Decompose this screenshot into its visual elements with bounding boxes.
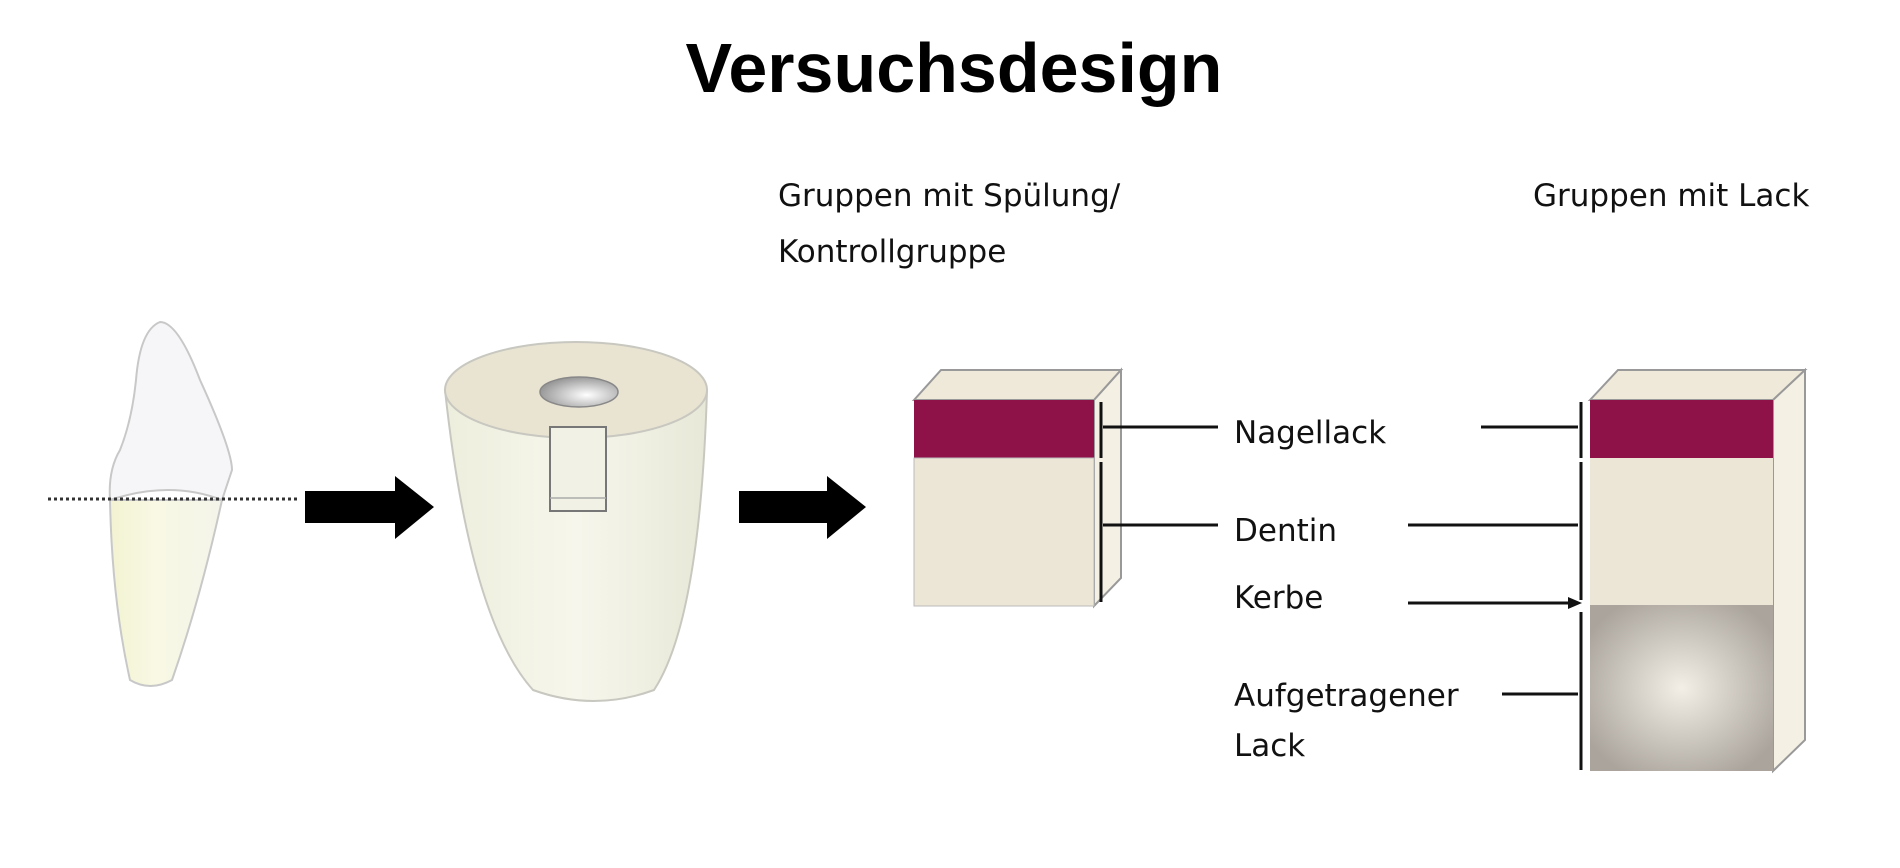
specimen-block-rinse: [911, 367, 1218, 609]
specimen-block-varnish: [1408, 367, 1808, 774]
tooth-illustration: [48, 320, 297, 687]
label-applied-varnish-line1: Aufgetragener: [1234, 678, 1459, 714]
label-notch: Kerbe: [1234, 580, 1323, 616]
applied-varnish-layer: [1590, 605, 1773, 771]
label-dentin: Dentin: [1234, 513, 1337, 549]
embedded-specimen-illustration: [443, 341, 709, 702]
group-rinse-label-line1: Gruppen mit Spülung/: [778, 178, 1121, 214]
dentin-layer: [1590, 458, 1773, 605]
nail-polish-layer: [914, 400, 1094, 458]
group-varnish-label: Gruppen mit Lack: [1533, 178, 1809, 214]
label-nail-polish: Nagellack: [1234, 415, 1386, 451]
dentin-layer: [913, 457, 1095, 607]
arrow-right-icon: [739, 476, 866, 539]
arrowhead-icon: [1568, 597, 1582, 609]
group-rinse-label-line2: Kontrollgruppe: [778, 234, 1006, 270]
label-applied-varnish-line2: Lack: [1234, 728, 1305, 764]
arrow-right-icon: [305, 476, 434, 539]
diagram-title: Versuchsdesign: [686, 29, 1223, 107]
nail-polish-layer: [1590, 400, 1773, 458]
